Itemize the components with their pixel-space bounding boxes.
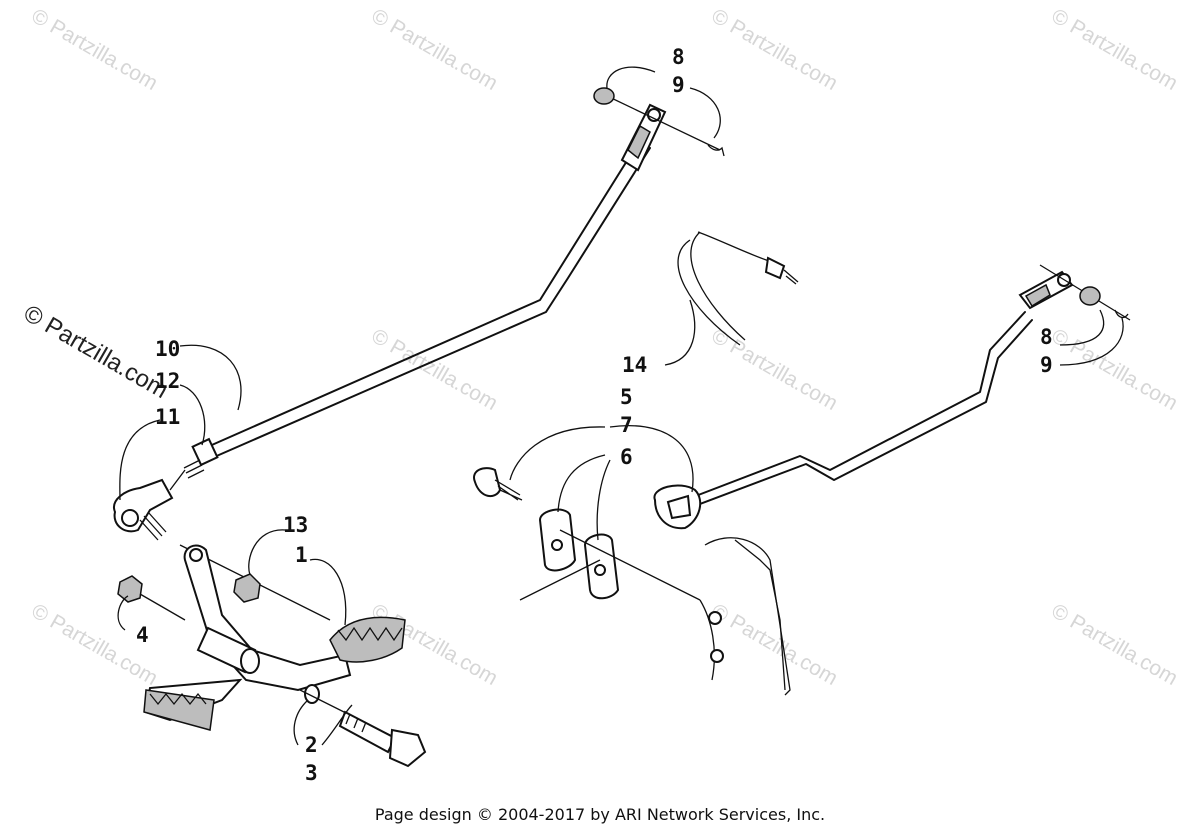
watermark: © Partzilla.com <box>1048 324 1182 415</box>
callout-1: 1 <box>295 543 308 567</box>
watermark: © Partzilla.com <box>708 599 842 690</box>
watermark: © Partzilla.com <box>1048 4 1182 95</box>
callout-9-top: 9 <box>672 73 685 97</box>
watermark: © Partzilla.com <box>368 4 502 95</box>
callout-5: 5 <box>620 385 633 409</box>
callout-14: 14 <box>622 353 647 377</box>
callout-13: 13 <box>283 513 308 537</box>
watermark: © Partzilla.com <box>708 4 842 95</box>
brake-rod-right <box>473 231 1131 696</box>
watermark: © Partzilla.com <box>708 324 842 415</box>
callout-4: 4 <box>136 623 149 647</box>
watermark: © Partzilla.com <box>28 4 162 95</box>
leader-lines <box>117 66 1124 746</box>
callout-8-right: 8 <box>1040 325 1053 349</box>
callout-7: 7 <box>620 413 633 437</box>
callout-3: 3 <box>305 761 318 785</box>
callout-12: 12 <box>155 369 180 393</box>
callout-2: 2 <box>305 733 318 757</box>
callout-9-right: 9 <box>1040 353 1053 377</box>
callout-labels: 8 9 10 12 11 13 1 4 2 3 14 5 7 6 8 9 <box>136 45 1053 785</box>
callout-10: 10 <box>155 337 180 361</box>
brake-pedal <box>117 544 427 768</box>
callout-6: 6 <box>620 445 633 469</box>
copyright-footer: Page design © 2004-2017 by ARI Network S… <box>374 805 826 824</box>
brake-rod-left <box>113 87 725 541</box>
watermark-prominent: © Partzilla.com <box>19 300 173 404</box>
callout-8-top: 8 <box>672 45 685 69</box>
watermark: © Partzilla.com <box>1048 599 1182 690</box>
watermark: © Partzilla.com <box>368 324 502 415</box>
callout-11: 11 <box>155 405 180 429</box>
